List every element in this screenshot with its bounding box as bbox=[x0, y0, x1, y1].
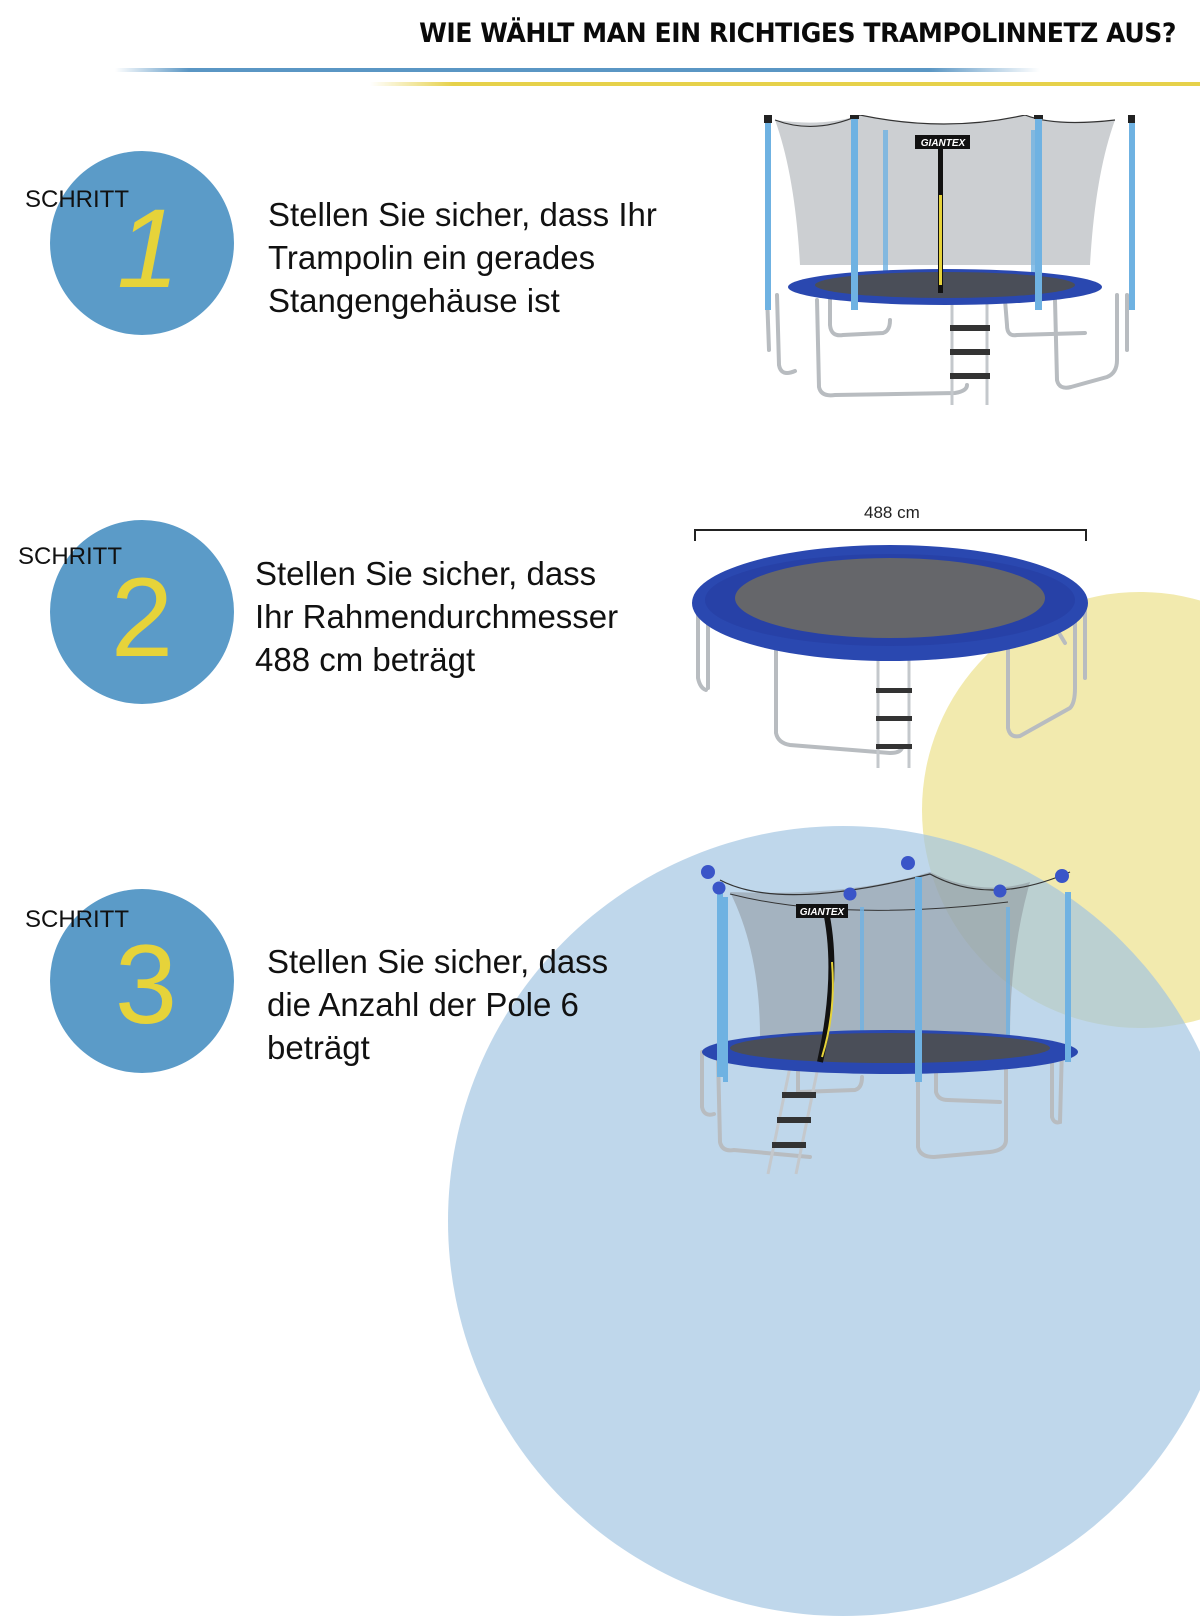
step-number: 3 bbox=[114, 922, 178, 1047]
trampoline-six-poles-image: GIANTEX bbox=[700, 856, 1078, 1175]
step-description-line: Stellen Sie sicher, dass bbox=[255, 555, 597, 592]
step-description-line: 488 cm beträgt bbox=[255, 641, 476, 678]
step-number-badge: 3 bbox=[50, 889, 234, 1073]
pole-marker-icon bbox=[701, 865, 715, 879]
step-description-line: Stangengehäuse ist bbox=[268, 282, 560, 319]
diameter-label: 488 cm bbox=[864, 503, 920, 522]
step-number-badge: 1 bbox=[50, 151, 234, 335]
header-underline-blue bbox=[115, 68, 1040, 72]
pole-marker-icon bbox=[901, 856, 915, 870]
brand-label: GIANTEX bbox=[800, 907, 846, 918]
step-label: SCHRITT bbox=[18, 543, 122, 570]
step-description-line: Trampolin ein gerades bbox=[268, 239, 596, 276]
step-description-line: die Anzahl der Pole 6 bbox=[267, 986, 579, 1023]
trampoline-frame-image bbox=[692, 545, 1088, 768]
trampoline-with-net-image: GIANTEX bbox=[764, 115, 1135, 405]
step-number: 1 bbox=[116, 186, 180, 311]
dimension-line bbox=[694, 529, 1087, 531]
step-number: 2 bbox=[110, 555, 174, 680]
dimension-tick-right bbox=[1085, 529, 1087, 541]
pole-marker-icon bbox=[1055, 869, 1069, 883]
header-underline-yellow bbox=[370, 82, 1200, 86]
step-label: SCHRITT bbox=[25, 186, 129, 213]
step-description: Stellen Sie sicher, dass Ihr Rahmendurch… bbox=[255, 552, 618, 681]
step-description-line: Ihr Rahmendurchmesser bbox=[255, 598, 619, 635]
pole-marker-icon bbox=[712, 881, 726, 895]
step-description-line: Stellen Sie sicher, dass bbox=[267, 943, 609, 980]
brand-label: GIANTEX bbox=[921, 138, 967, 149]
step-description-line: beträgt bbox=[267, 1029, 370, 1066]
pole-marker-icon bbox=[993, 884, 1007, 898]
page-title: WIE WÄHLT MAN EIN RICHTIGES TRAMPOLINNET… bbox=[419, 18, 1177, 49]
step-label: SCHRITT bbox=[25, 906, 129, 933]
dimension-tick-left bbox=[694, 529, 696, 541]
pole-marker-icon bbox=[843, 887, 857, 901]
step-number-badge: 2 bbox=[50, 520, 234, 704]
step-description: Stellen Sie sicher, dass die Anzahl der … bbox=[267, 940, 608, 1069]
step-description: Stellen Sie sicher, dass Ihr Trampolin e… bbox=[268, 193, 657, 322]
step-description-line: Stellen Sie sicher, dass Ihr bbox=[268, 196, 657, 233]
